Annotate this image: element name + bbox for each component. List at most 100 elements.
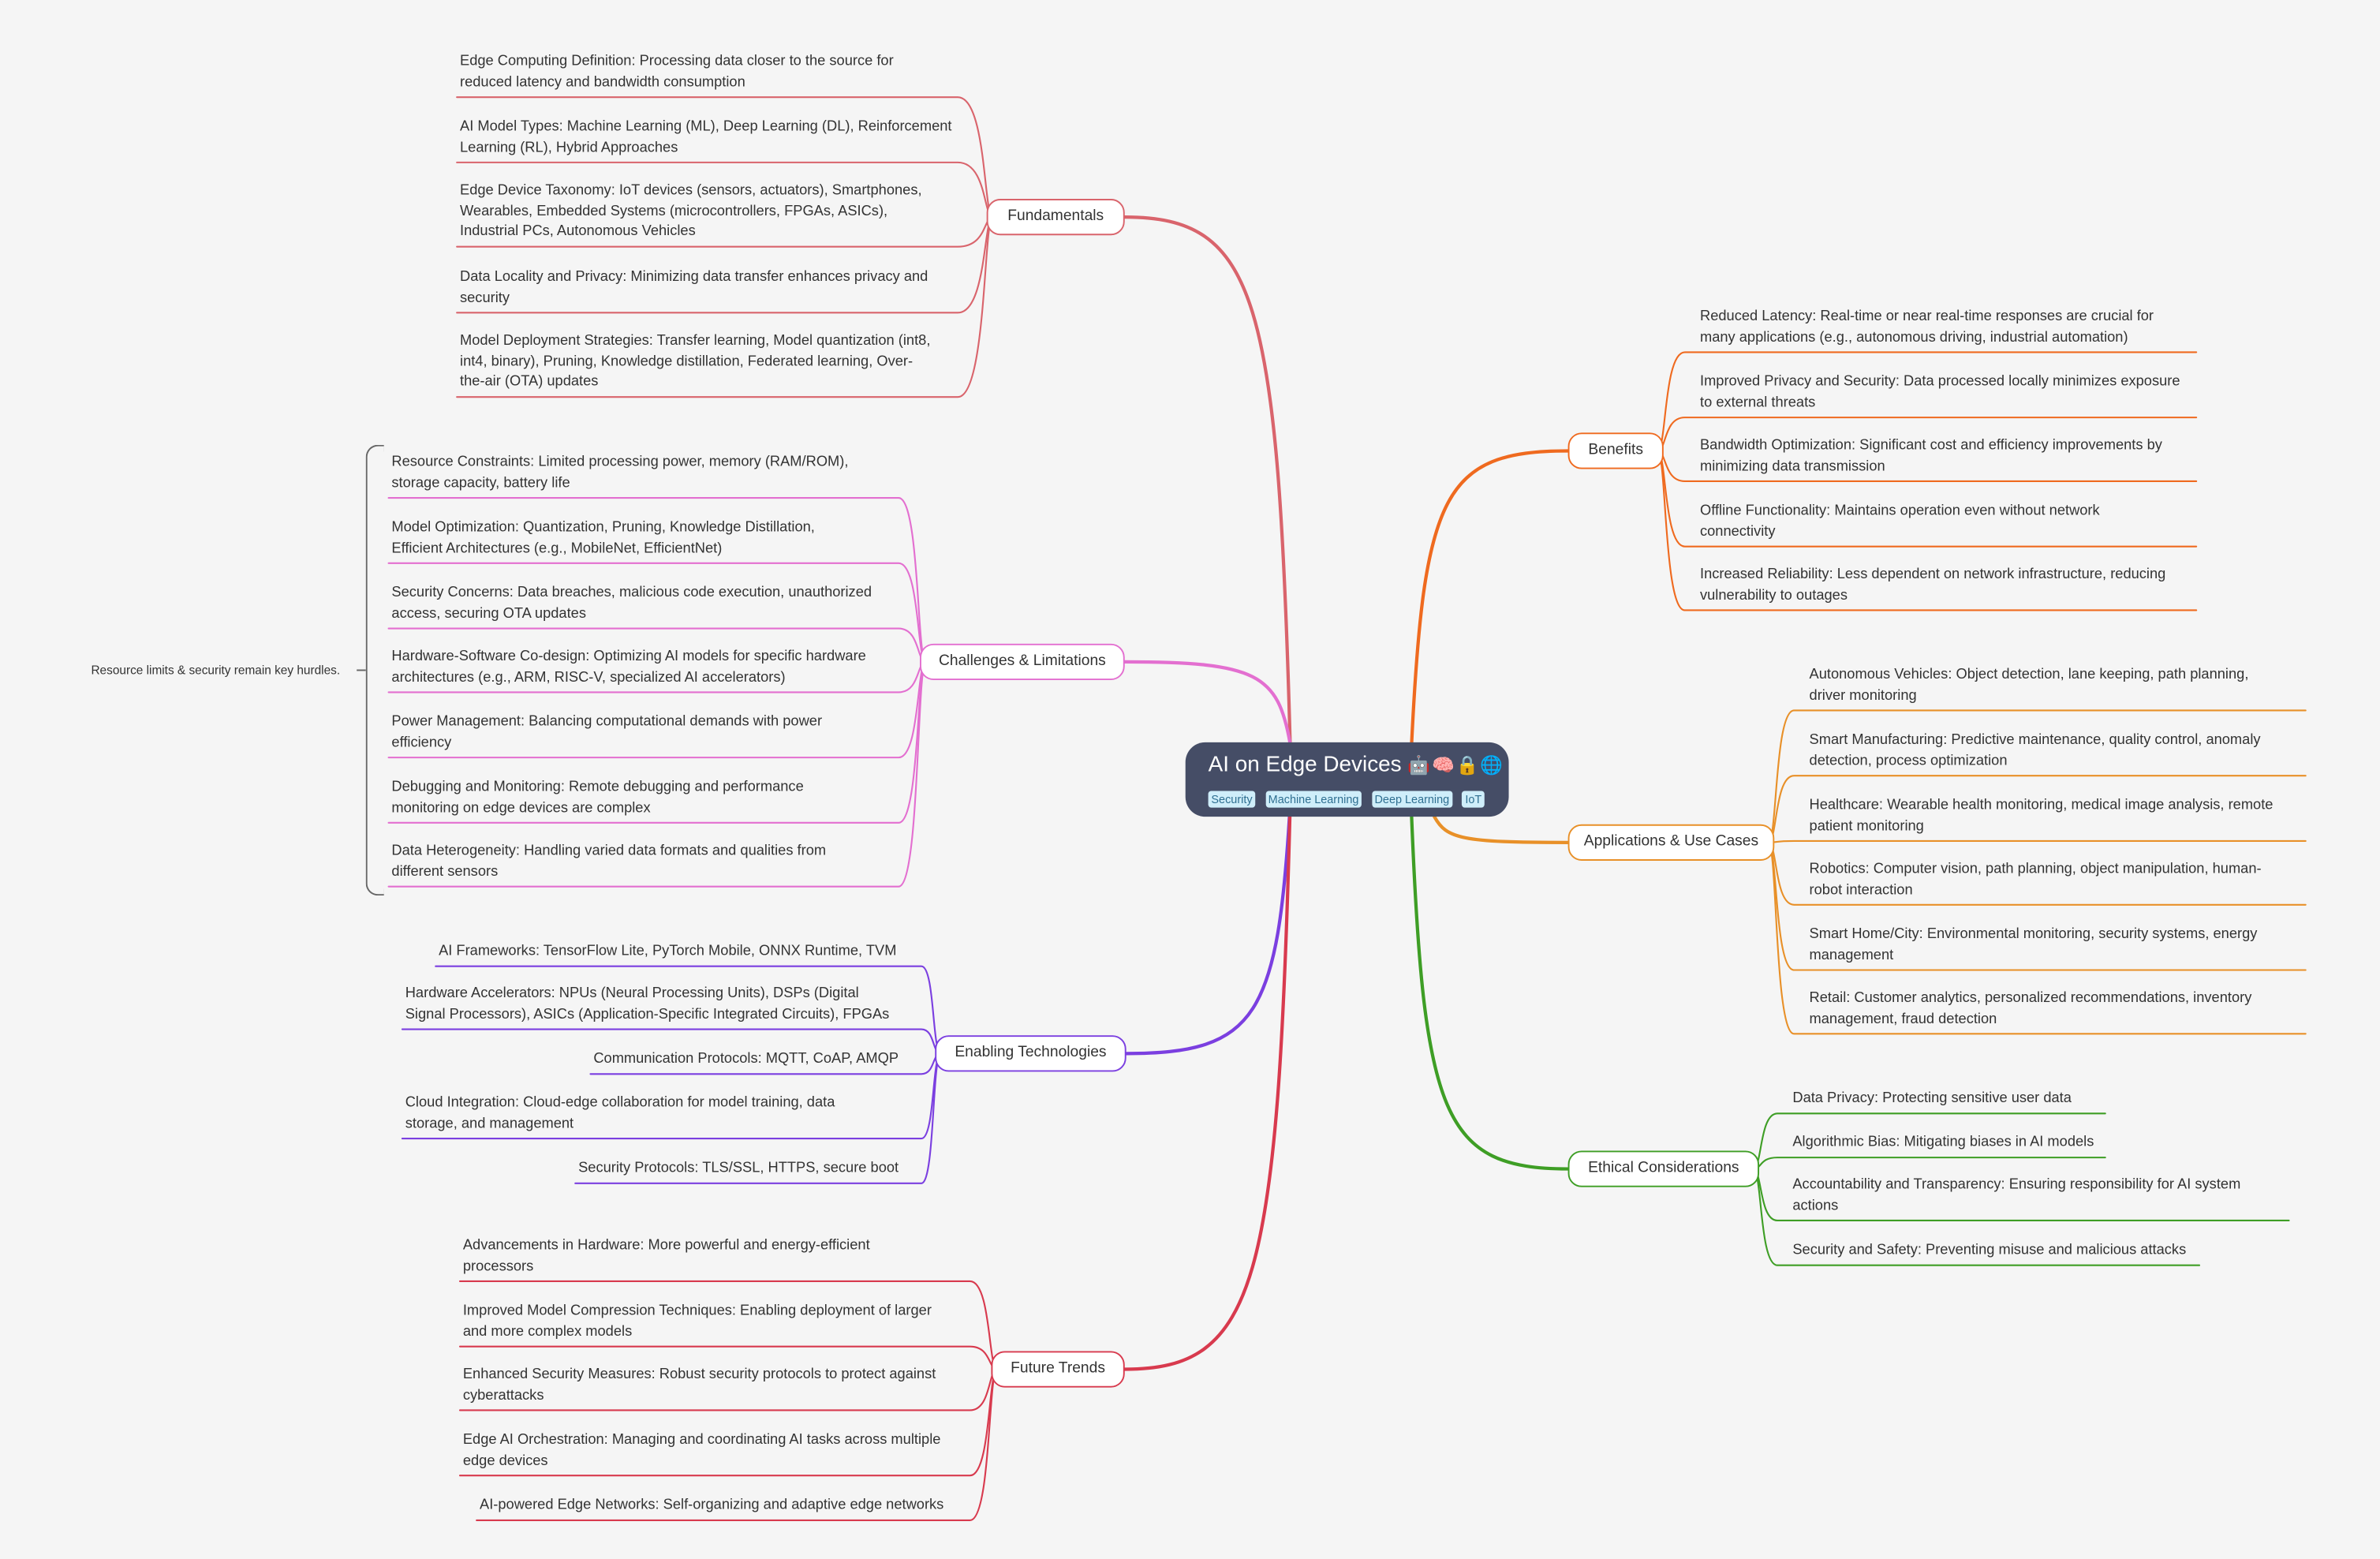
topic-challenges-1[interactable]: Resource Constraints: Limited processing… — [391, 452, 917, 493]
topic-future-4[interactable]: Edge AI Orchestration: Managing and coor… — [463, 1430, 988, 1471]
central-topic[interactable]: AI on Edge Devices🤖🧠🔒🌐 Security Machine … — [1185, 742, 1509, 817]
branch-connector — [1123, 660, 1292, 746]
topic-enabling-5[interactable]: Security Protocols: TLS/SSL, HTTPS, secu… — [578, 1158, 940, 1179]
topic-text-line: Edge AI Orchestration: Managing and coor… — [462, 1431, 941, 1449]
topic-benefits-5[interactable]: Increased Reliability: Less dependent on… — [1700, 565, 2196, 606]
central-topic-label: AI on Edge Devices — [1208, 753, 1402, 778]
topic-text-line: Robotics: Computer vision, path planning… — [1809, 860, 2262, 878]
topic-text-line: management, fraud detection — [1809, 1010, 1997, 1027]
topic-applications-1[interactable]: Autonomous Vehicles: Object detection, l… — [1810, 665, 2306, 706]
topic-text-line: management — [1809, 946, 1894, 963]
topic-text-line: AI Frameworks: TensorFlow Lite, PyTorch … — [439, 942, 897, 960]
branch-connector — [1123, 215, 1292, 746]
topic-benefits-4[interactable]: Offline Functionality: Maintains operati… — [1700, 501, 2196, 542]
tag-security[interactable]: Security — [1208, 791, 1256, 808]
topic-text-line: cyberattacks — [462, 1386, 544, 1404]
summary-bracket-tick — [357, 669, 366, 671]
topic-text-line: Data Privacy: Protecting sensitive user … — [1792, 1090, 2072, 1107]
topic-text-line: efficiency — [391, 734, 452, 751]
topic-enabling-1[interactable]: AI Frameworks: TensorFlow Lite, PyTorch … — [439, 941, 940, 962]
summary-bracket — [365, 444, 384, 896]
topic-text-line: Data Locality and Privacy: Minimizing da… — [460, 268, 928, 286]
topic-text-line: Bandwidth Optimization: Significant cost… — [1699, 437, 2162, 454]
topic-enabling-2[interactable]: Hardware Accelerators: NPUs (Neural Proc… — [405, 984, 940, 1025]
topic-text-line: Model Optimization: Quantization, Prunin… — [391, 519, 815, 536]
branch-connector — [1123, 802, 1292, 1371]
topic-text-line: Enhanced Security Measures: Robust secur… — [462, 1366, 936, 1383]
topic-text-line: Power Management: Balancing computationa… — [391, 713, 823, 731]
tag-deep-learning[interactable]: Deep Learning — [1371, 791, 1453, 808]
summary-note: Resource limits & security remain key hu… — [91, 663, 341, 678]
topic-applications-4[interactable]: Robotics: Computer vision, path planning… — [1810, 859, 2306, 900]
topic-future-1[interactable]: Advancements in Hardware: More powerful … — [463, 1236, 988, 1277]
topic-fundamentals-3[interactable]: Edge Device Taxonomy: IoT devices (senso… — [460, 181, 976, 242]
topic-text-line: Edge Computing Definition: Processing da… — [460, 53, 894, 70]
branch-enabling[interactable]: Enabling Technologies — [935, 1035, 1126, 1072]
topic-text-line: Industrial PCs, Autonomous Vehicles — [460, 222, 696, 241]
topic-text-line: Algorithmic Bias: Mitigating biases in A… — [1792, 1134, 2094, 1151]
topic-future-3[interactable]: Enhanced Security Measures: Robust secur… — [463, 1365, 988, 1406]
topic-challenges-3[interactable]: Security Concerns: Data breaches, malici… — [391, 583, 917, 624]
topic-future-2[interactable]: Improved Model Compression Techniques: E… — [463, 1301, 988, 1342]
topic-text-line: driver monitoring — [1809, 686, 1917, 704]
topic-text-line: Retail: Customer analytics, personalized… — [1809, 989, 2252, 1007]
branch-label: Benefits — [1588, 441, 1643, 459]
topic-text-line: vulnerability to outages — [1699, 586, 1848, 604]
tag-machine-learning[interactable]: Machine Learning — [1265, 791, 1362, 808]
topic-text-line: connectivity — [1699, 522, 1776, 540]
topic-text-line: storage capacity, battery life — [391, 474, 570, 492]
topic-challenges-4[interactable]: Hardware-Software Co-design: Optimizing … — [391, 647, 917, 688]
topic-text-line: Wearables, Embedded Systems (microcontro… — [460, 202, 888, 220]
topic-text-line: Security Concerns: Data breaches, malici… — [391, 584, 872, 601]
branch-label: Applications & Use Cases — [1583, 833, 1759, 851]
topic-ethical-4[interactable]: Security and Safety: Preventing misuse a… — [1792, 1240, 2199, 1261]
topic-text-line: Improved Privacy and Security: Data proc… — [1699, 373, 2180, 391]
branch-label: Enabling Technologies — [955, 1044, 1107, 1061]
central-topic-title: AI on Edge Devices🤖🧠🔒🌐 — [1209, 750, 1509, 780]
topic-text-line: int4, binary), Pruning, Knowledge distil… — [460, 353, 914, 370]
topic-enabling-4[interactable]: Cloud Integration: Cloud-edge collaborat… — [405, 1093, 940, 1134]
topic-challenges-7[interactable]: Data Heterogeneity: Handling varied data… — [391, 841, 917, 882]
topic-applications-3[interactable]: Healthcare: Wearable health monitoring, … — [1810, 795, 2306, 836]
topic-fundamentals-5[interactable]: Model Deployment Strategies: Transfer le… — [460, 331, 976, 392]
topic-text-line: architectures (e.g., ARM, RISC-V, specia… — [391, 668, 786, 686]
topic-text-line: Signal Processors), ASICs (Application-S… — [405, 1005, 890, 1023]
topic-benefits-3[interactable]: Bandwidth Optimization: Significant cost… — [1700, 436, 2196, 477]
tag-iot[interactable]: IoT — [1462, 791, 1485, 808]
topic-challenges-2[interactable]: Model Optimization: Quantization, Prunin… — [391, 518, 917, 559]
topic-ethical-2[interactable]: Algorithmic Bias: Mitigating biases in A… — [1792, 1132, 2105, 1153]
topic-benefits-1[interactable]: Reduced Latency: Real-time or near real-… — [1700, 307, 2196, 348]
branch-future[interactable]: Future Trends — [991, 1351, 1125, 1388]
topic-benefits-2[interactable]: Improved Privacy and Security: Data proc… — [1700, 372, 2196, 413]
branch-ethical[interactable]: Ethical Considerations — [1567, 1150, 1760, 1187]
branch-applications[interactable]: Applications & Use Cases — [1567, 824, 1775, 861]
topic-text-line: Accountability and Transparency: Ensurin… — [1792, 1176, 2241, 1194]
topic-future-5[interactable]: AI-powered Edge Networks: Self-organizin… — [480, 1495, 988, 1516]
topic-applications-6[interactable]: Retail: Customer analytics, personalized… — [1810, 989, 2306, 1030]
branch-benefits[interactable]: Benefits — [1567, 432, 1664, 469]
topic-text-line: patient monitoring — [1809, 817, 1924, 835]
topic-text-line: the-air (OTA) updates — [460, 373, 599, 391]
topic-text-line: Edge Device Taxonomy: IoT devices (senso… — [460, 181, 922, 200]
topic-text-line: access, securing OTA updates — [391, 604, 586, 622]
topic-fundamentals-1[interactable]: Edge Computing Definition: Processing da… — [460, 51, 976, 92]
branch-challenges[interactable]: Challenges & Limitations — [920, 643, 1125, 680]
topic-ethical-1[interactable]: Data Privacy: Protecting sensitive user … — [1792, 1089, 2105, 1109]
topic-text-line: Improved Model Compression Techniques: E… — [462, 1302, 932, 1320]
topic-ethical-3[interactable]: Accountability and Transparency: Ensurin… — [1792, 1175, 2288, 1216]
topic-challenges-5[interactable]: Power Management: Balancing computationa… — [391, 712, 917, 753]
topic-applications-5[interactable]: Smart Home/City: Environmental monitorin… — [1810, 925, 2306, 966]
topic-text-line: Security Protocols: TLS/SSL, HTTPS, secu… — [578, 1160, 899, 1177]
topic-text-line: and more complex models — [462, 1322, 633, 1340]
branch-connector — [1410, 449, 1570, 746]
topic-fundamentals-4[interactable]: Data Locality and Privacy: Minimizing da… — [460, 267, 976, 308]
topic-text-line: Smart Manufacturing: Predictive maintena… — [1809, 731, 2261, 749]
topic-text-line: security — [460, 289, 510, 306]
topic-fundamentals-2[interactable]: AI Model Types: Machine Learning (ML), D… — [460, 117, 976, 158]
topic-challenges-6[interactable]: Debugging and Monitoring: Remote debuggi… — [391, 777, 917, 818]
topic-enabling-3[interactable]: Communication Protocols: MQTT, CoAP, AMQ… — [593, 1049, 940, 1070]
topic-text-line: robot interaction — [1809, 880, 1913, 899]
topic-applications-2[interactable]: Smart Manufacturing: Predictive maintena… — [1810, 730, 2306, 771]
branch-fundamentals[interactable]: Fundamentals — [986, 199, 1125, 236]
